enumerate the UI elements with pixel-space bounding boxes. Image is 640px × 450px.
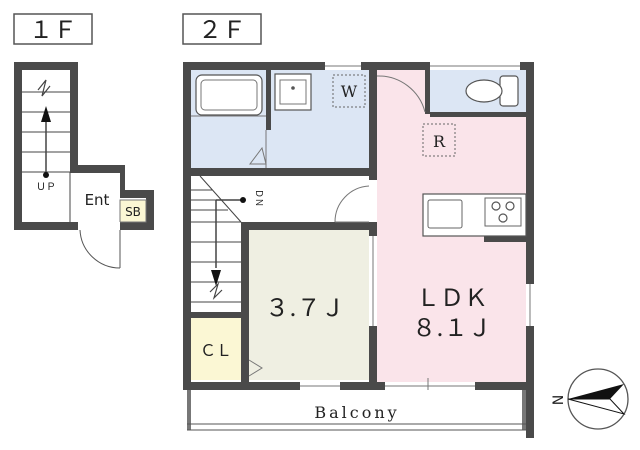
western-room-area bbox=[248, 230, 370, 380]
closet-area bbox=[191, 316, 241, 380]
entrance-label: Ent bbox=[85, 191, 110, 209]
second-floor-stairs bbox=[191, 175, 242, 303]
western-room-label: ３.７Ｊ bbox=[265, 294, 345, 322]
compass-north-label: N bbox=[551, 395, 567, 405]
bathtub bbox=[195, 74, 263, 116]
stairs-down-arrow-icon bbox=[211, 270, 221, 286]
refrigerator-space bbox=[422, 123, 456, 157]
kitchen-counter bbox=[422, 193, 527, 237]
floor-label-1f: １Ｆ bbox=[13, 13, 93, 45]
shoe-box bbox=[119, 199, 147, 223]
second-floor-plan: W R bbox=[183, 62, 534, 438]
shoe-box-label: SB bbox=[125, 205, 141, 219]
washer-label: W bbox=[341, 82, 358, 101]
stairs-up-arrow-icon bbox=[41, 106, 51, 122]
first-floor-plan: ＵＰ Ent SB bbox=[14, 62, 154, 269]
floor-label-1f-text: １Ｆ bbox=[29, 16, 77, 44]
interior-walls bbox=[191, 70, 526, 382]
ldk-label: ＬＤＫ bbox=[416, 284, 488, 312]
closet-label: ＣＬ bbox=[200, 341, 232, 360]
north-compass-icon: N bbox=[551, 368, 629, 430]
balcony: Balcony bbox=[183, 390, 534, 438]
toilet bbox=[465, 75, 519, 107]
floor-label-2f: ２Ｆ bbox=[182, 13, 262, 45]
refrigerator-label: R bbox=[433, 132, 446, 151]
entry-door bbox=[79, 229, 121, 269]
stairs-down-label: ＤＮ bbox=[253, 189, 263, 207]
floor-label-2f-text: ２Ｆ bbox=[198, 16, 246, 44]
stairs-up-label: ＵＰ bbox=[36, 182, 56, 193]
washer-space bbox=[332, 74, 366, 108]
balcony-label: Balcony bbox=[314, 403, 399, 422]
ldk-size-label: ８.１Ｊ bbox=[412, 314, 492, 342]
